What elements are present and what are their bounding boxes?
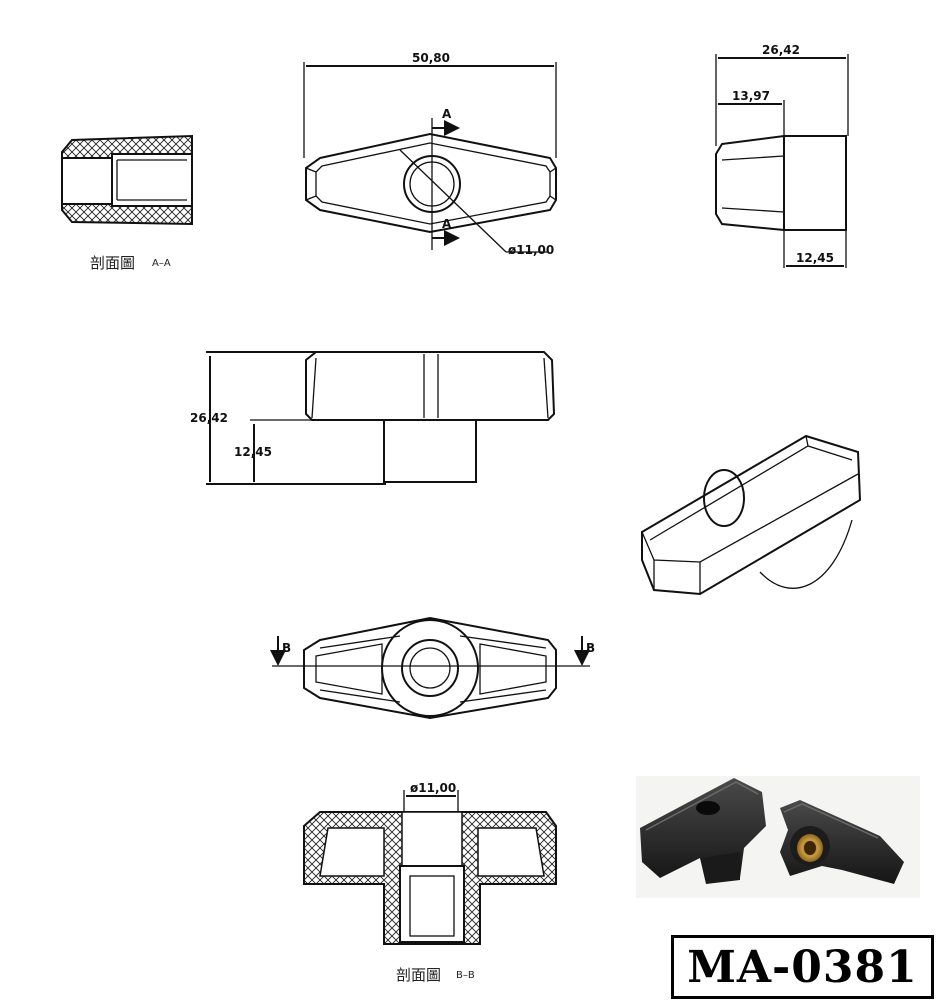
dim-hole-top: ø11,00 <box>508 243 554 257</box>
dim-hub-height-front: 12,45 <box>234 445 272 459</box>
section-mark-a-top: A <box>442 107 452 121</box>
dim-length: 50,80 <box>412 51 450 65</box>
section-mark-a-bottom: A <box>442 217 452 231</box>
isometric-view <box>641 434 862 596</box>
section-mark-b-left: B <box>282 641 291 655</box>
side-view <box>715 134 847 232</box>
section-a-a-view <box>61 134 193 226</box>
top-view <box>305 118 557 253</box>
model-number: MA-0381 <box>687 941 918 993</box>
model-number-box: MA-0381 <box>671 935 934 999</box>
section-aa-caption: 剖面圖 <box>90 254 135 272</box>
wing-knob-photo <box>636 776 920 898</box>
dim-hole-section: ø11,00 <box>410 781 456 795</box>
section-bb-caption: 剖面圖 <box>396 966 441 984</box>
section-b-b-view <box>303 811 557 945</box>
dim-upper-part: 13,97 <box>732 89 770 103</box>
bottom-view <box>270 616 590 720</box>
section-mark-b-right: B <box>586 641 595 655</box>
section-aa-code: A–A <box>152 258 171 269</box>
dim-total-height-top: 26,42 <box>762 43 800 57</box>
dim-hub-height-side: 12,45 <box>796 251 834 265</box>
front-view <box>305 351 556 483</box>
dim-total-height-front: 26,42 <box>190 411 228 425</box>
section-bb-code: B–B <box>456 970 475 981</box>
